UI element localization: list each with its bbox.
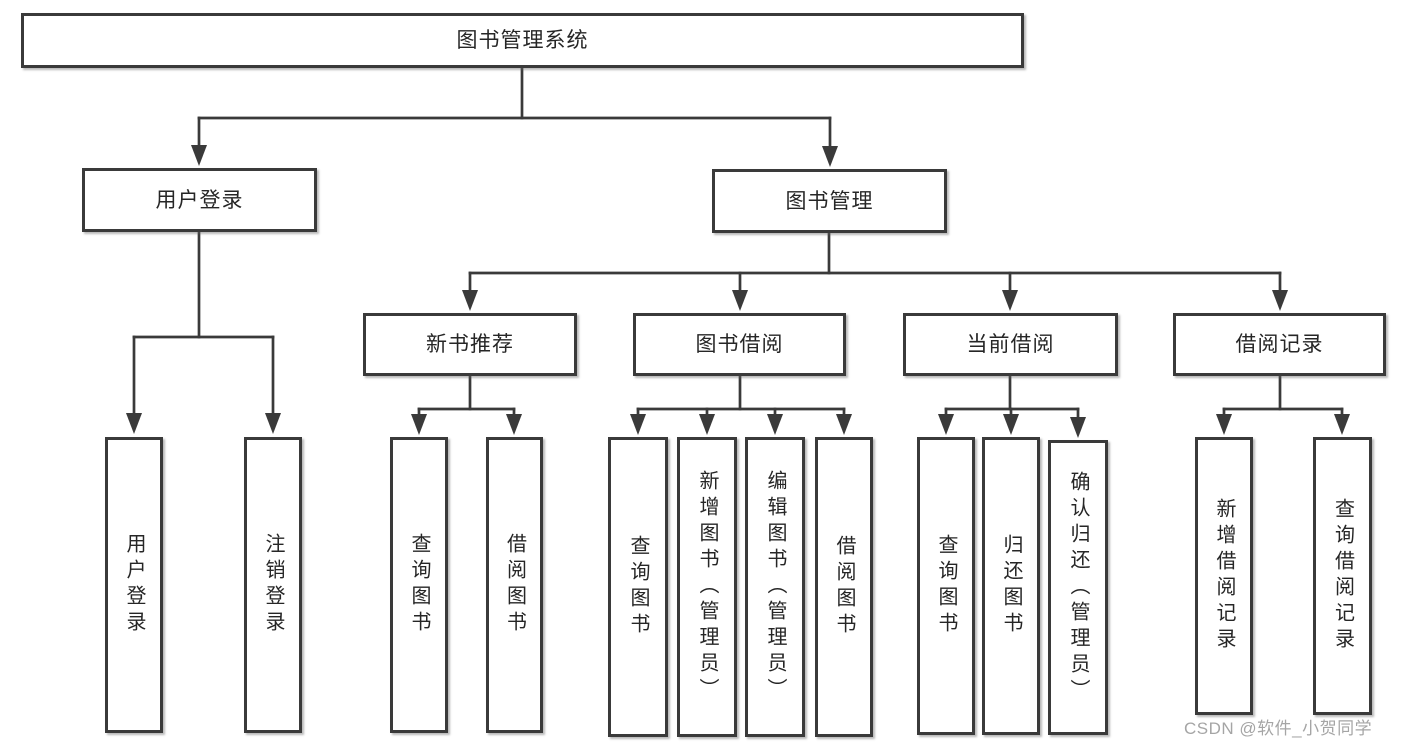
node-root: 图书管理系统 bbox=[21, 13, 1024, 68]
node-leaf-borrow-book-2: 借阅图书 bbox=[815, 437, 873, 737]
node-label-leaf-borrow-book-1: 借阅图书 bbox=[503, 533, 526, 637]
node-book-borrow: 图书借阅 bbox=[633, 313, 846, 376]
arrowhead-icon-10 bbox=[630, 414, 646, 435]
node-label-new-book-rec: 新书推荐 bbox=[426, 333, 514, 356]
node-leaf-confirm-return: 确认归还（管理员） bbox=[1048, 440, 1108, 735]
node-book-mgmt: 图书管理 bbox=[712, 169, 947, 233]
node-label-leaf-query-book-1: 查询图书 bbox=[408, 533, 430, 637]
node-label-leaf-user-login: 用户登录 bbox=[123, 533, 145, 637]
node-leaf-add-record: 新增借阅记录 bbox=[1195, 437, 1253, 715]
node-label-book-borrow: 图书借阅 bbox=[695, 333, 784, 356]
node-label-leaf-query-book-2: 查询图书 bbox=[627, 535, 649, 639]
arrowhead-icon-9 bbox=[506, 414, 522, 435]
node-label-leaf-borrow-book-2: 借阅图书 bbox=[833, 535, 855, 639]
node-label-leaf-query-book-3: 查询图书 bbox=[935, 534, 957, 638]
node-label-leaf-logout: 注销登录 bbox=[262, 533, 284, 637]
node-leaf-query-book-3: 查询图书 bbox=[917, 437, 975, 735]
node-leaf-borrow-book-1: 借阅图书 bbox=[486, 437, 543, 733]
arrowhead-icon-12 bbox=[767, 414, 783, 435]
node-leaf-return-book: 归还图书 bbox=[982, 437, 1040, 735]
arrowhead-icon-0 bbox=[191, 145, 207, 166]
node-label-user-login: 用户登录 bbox=[155, 188, 244, 212]
node-label-leaf-add-book: 新增图书（管理员） bbox=[696, 470, 718, 704]
arrowhead-icon-15 bbox=[1003, 414, 1019, 435]
node-label-borrow-record: 借阅记录 bbox=[1235, 333, 1324, 356]
arrowhead-icon-11 bbox=[699, 414, 715, 435]
node-leaf-logout: 注销登录 bbox=[244, 437, 302, 733]
arrowhead-icon-7 bbox=[1272, 290, 1288, 311]
node-label-current-borrow: 当前借阅 bbox=[966, 333, 1055, 356]
node-label-leaf-query-record: 查询借阅记录 bbox=[1331, 498, 1354, 654]
watermark: CSDN @软件_小贺同学 bbox=[1184, 719, 1373, 738]
arrowhead-icon-18 bbox=[1334, 414, 1350, 435]
node-leaf-query-book-1: 查询图书 bbox=[390, 437, 448, 733]
node-label-book-mgmt: 图书管理 bbox=[785, 189, 874, 213]
arrowhead-icon-14 bbox=[938, 414, 954, 435]
node-borrow-record: 借阅记录 bbox=[1173, 313, 1386, 376]
arrowhead-icon-4 bbox=[462, 290, 478, 311]
arrowhead-icon-1 bbox=[822, 146, 838, 167]
node-leaf-user-login: 用户登录 bbox=[105, 437, 163, 733]
node-label-leaf-confirm-return: 确认归还（管理员） bbox=[1067, 470, 1089, 705]
node-user-login: 用户登录 bbox=[82, 168, 317, 232]
node-label-leaf-add-record: 新增借阅记录 bbox=[1213, 498, 1235, 654]
node-leaf-query-book-2: 查询图书 bbox=[608, 437, 668, 737]
node-current-borrow: 当前借阅 bbox=[903, 313, 1118, 376]
node-leaf-edit-book: 编辑图书（管理员） bbox=[745, 437, 805, 737]
arrowhead-icon-13 bbox=[836, 414, 852, 435]
arrowhead-icon-8 bbox=[411, 414, 427, 435]
node-label-leaf-return-book: 归还图书 bbox=[1000, 534, 1022, 638]
arrowhead-icon-3 bbox=[265, 413, 281, 434]
node-leaf-query-record: 查询借阅记录 bbox=[1313, 437, 1372, 715]
arrowhead-icon-2 bbox=[126, 413, 142, 434]
arrowhead-icon-17 bbox=[1216, 414, 1232, 435]
node-new-book-rec: 新书推荐 bbox=[363, 313, 577, 376]
node-label-leaf-edit-book: 编辑图书（管理员） bbox=[764, 470, 786, 704]
arrowhead-icon-6 bbox=[1002, 290, 1018, 311]
arrowhead-icon-16 bbox=[1070, 417, 1086, 438]
node-leaf-add-book: 新增图书（管理员） bbox=[677, 437, 737, 737]
node-label-root: 图书管理系统 bbox=[456, 29, 589, 52]
arrowhead-icon-5 bbox=[732, 290, 748, 311]
